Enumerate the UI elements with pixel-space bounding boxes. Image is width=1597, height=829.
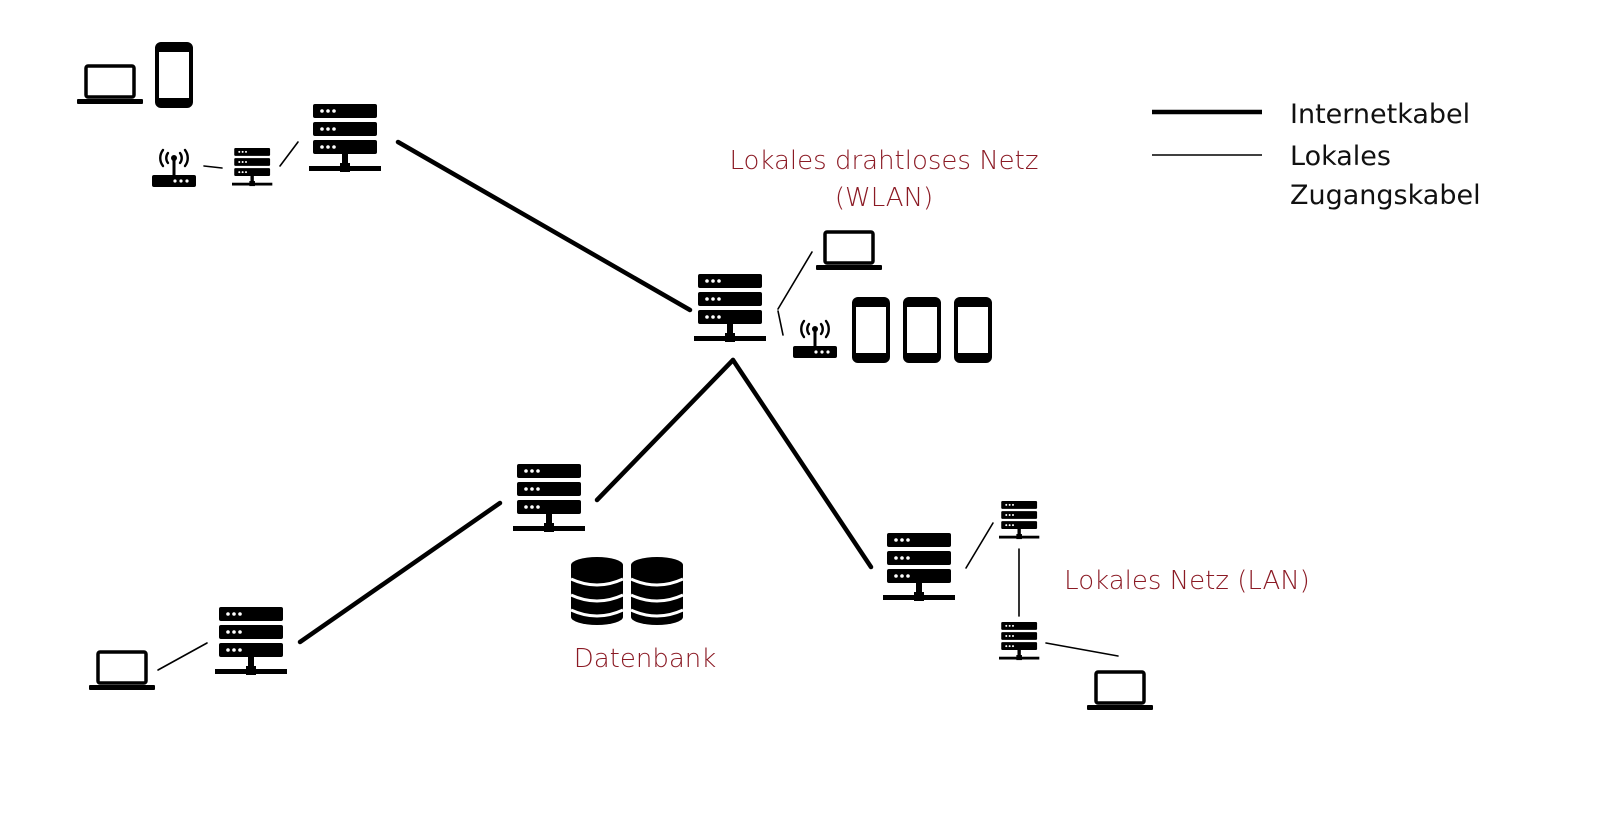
- laptop-icon: [814, 230, 884, 272]
- local-cable: [777, 310, 784, 336]
- wlan-label-line2: (WLAN): [835, 183, 933, 213]
- wifi-router-icon: [791, 319, 839, 360]
- database-cluster: [513, 464, 685, 627]
- lan-cluster: [883, 501, 1155, 712]
- server-icon: [694, 274, 766, 342]
- laptop-icon: [1085, 670, 1155, 712]
- local-cables: [157, 141, 1119, 671]
- laptop-icon: [75, 64, 145, 106]
- database-icon: [629, 555, 685, 627]
- internet-cables: [297, 139, 874, 645]
- smartphone-icon: [155, 42, 193, 108]
- smartphone-icon: [903, 297, 941, 363]
- bottom-left-cluster: [87, 607, 287, 692]
- internet-cable: [297, 500, 503, 645]
- server-icon: [999, 501, 1040, 540]
- smartphone-icon: [954, 297, 992, 363]
- server-icon: [309, 104, 381, 172]
- server-icon: [883, 533, 955, 601]
- local-cable: [777, 251, 813, 310]
- legend-local-cable-label-line1: Lokales: [1290, 141, 1391, 172]
- local-cable: [203, 165, 223, 169]
- laptop-icon: [87, 650, 157, 692]
- wlan-cluster: [694, 230, 992, 363]
- local-cable: [965, 522, 994, 569]
- top-left-cluster: [75, 42, 381, 189]
- wifi-router-icon: [150, 148, 198, 189]
- local-cable: [279, 141, 299, 167]
- wlan-label-line1: Lokales drahtloses Netz: [729, 146, 1038, 176]
- server-icon: [215, 607, 287, 675]
- local-cable: [1045, 642, 1119, 657]
- legend-internet-cable-label: Internetkabel: [1290, 99, 1470, 130]
- lan-label: Lokales Netz (LAN): [1064, 566, 1310, 596]
- database-icon: [569, 555, 625, 627]
- smartphone-icon: [852, 297, 890, 363]
- server-icon: [513, 464, 585, 532]
- legend: Internetkabel Lokales Zugangskabel: [1152, 99, 1481, 211]
- server-icon: [999, 622, 1040, 661]
- database-label: Datenbank: [574, 644, 717, 674]
- internet-cable: [730, 357, 874, 570]
- internet-cable: [594, 357, 736, 503]
- legend-local-cable-label-line2: Zugangskabel: [1290, 180, 1481, 211]
- server-icon: [232, 148, 273, 187]
- local-cable: [157, 642, 208, 671]
- internet-cable: [395, 139, 693, 313]
